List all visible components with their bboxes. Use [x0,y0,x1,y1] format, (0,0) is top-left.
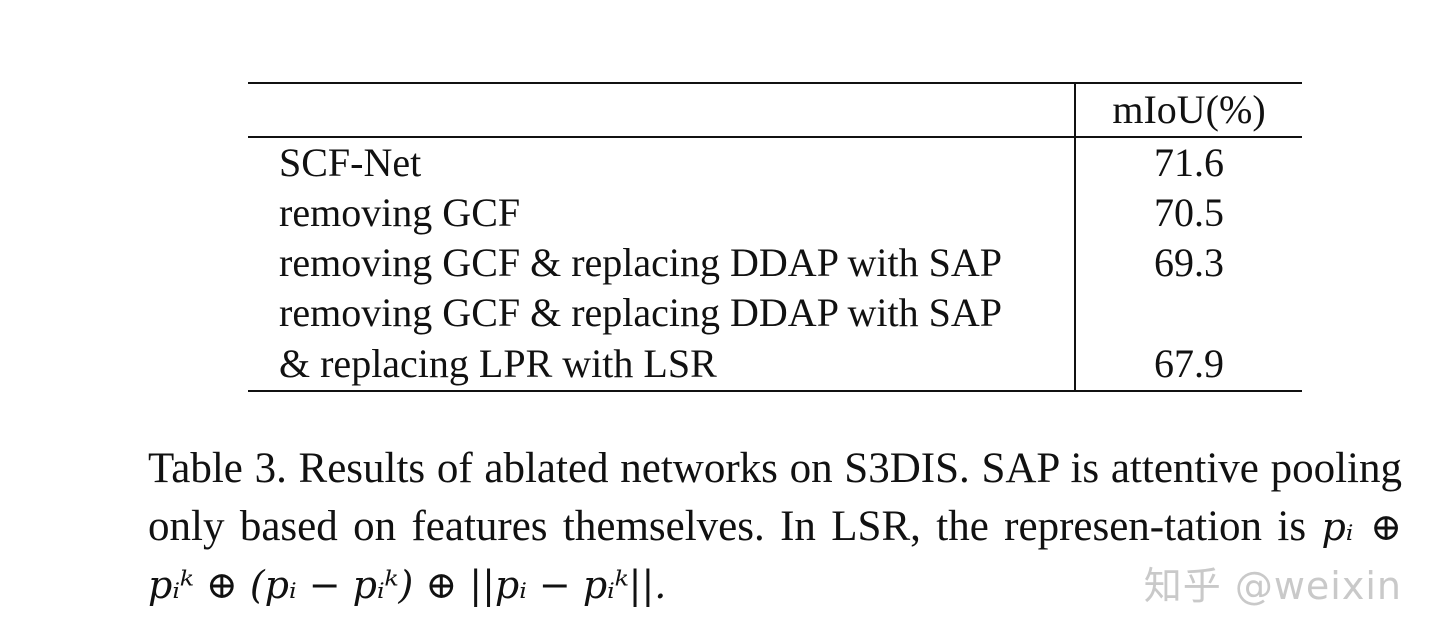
results-table-container: mIoU(%) SCF-Net 71.6 removing GCF 70.5 r… [248,82,1302,392]
caption-text: Table 3. Results of ablated networks on … [148,445,1402,550]
table-row: removing GCF 70.5 [248,188,1302,238]
row-method: removing GCF & replacing DDAP with SAP [279,240,1002,285]
watermark: 知乎 @weixin [1143,564,1402,608]
row-score: 70.5 [1074,188,1302,238]
row-method-continuation: & replacing LPR with LSR [248,338,1075,392]
table-row: SCF-Net 71.6 [248,137,1302,188]
row-score: 69.3 [1074,238,1302,288]
table-row: removing GCF & replacing DDAP with SAP 6… [248,238,1302,288]
header-method [248,82,1075,138]
row-score: 71.6 [1074,137,1302,188]
row-method: removing GCF [279,190,521,235]
table-caption: Table 3. Results of ablated networks on … [148,440,1402,614]
table-header-row: mIoU(%) [248,82,1302,138]
row-score-empty [1074,288,1302,338]
row-score: 67.9 [1074,338,1302,392]
header-miou: mIoU(%) [1074,82,1302,138]
caption-formula: pᵢ ⊕ pᵢᵏ ⊕ (pᵢ − pᵢᵏ) ⊕ ||pᵢ − pᵢᵏ||. [148,505,1402,607]
row-method: SCF-Net [279,140,422,185]
table-row: & replacing LPR with LSR 67.9 [248,338,1302,392]
table-row: removing GCF & replacing DDAP with SAP [248,288,1302,338]
results-table: mIoU(%) SCF-Net 71.6 removing GCF 70.5 r… [248,82,1302,392]
row-method: removing GCF & replacing DDAP with SAP [279,290,1002,335]
